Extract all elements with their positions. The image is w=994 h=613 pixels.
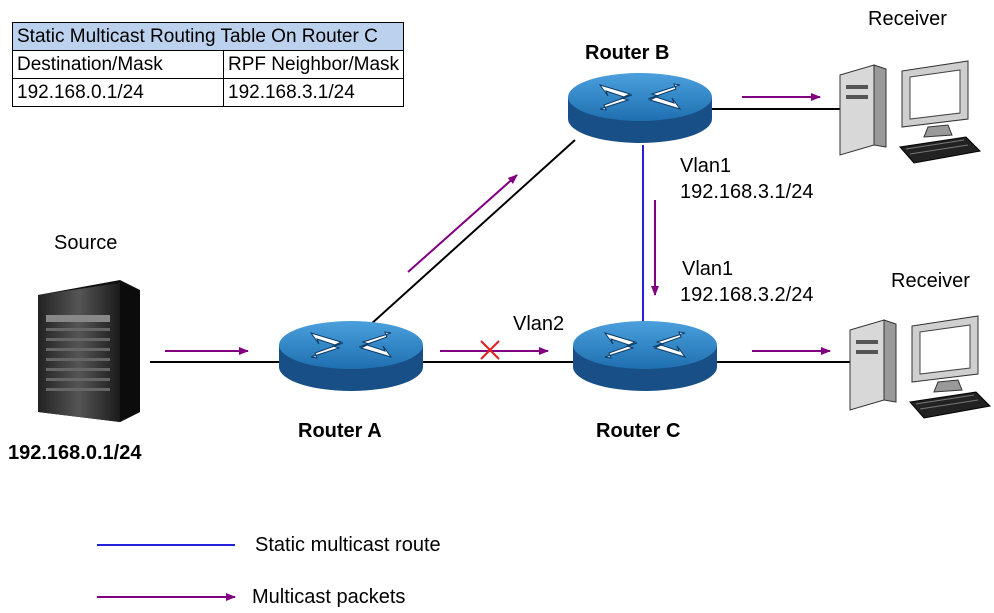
- multicast-arrow-a-b: [407, 174, 518, 273]
- table-title: Static Multicast Routing Table On Router…: [11, 22, 405, 51]
- table-header-rpf-neighbor: RPF Neighbor/Mask: [222, 50, 405, 79]
- table-header-destination: Destination/Mask: [12, 50, 224, 79]
- router-b-label: Router B: [585, 42, 670, 64]
- desktop-computer-icon: [839, 60, 981, 164]
- legend-multicast-label: Multicast packets: [252, 586, 406, 608]
- legend-static-route-label: Static multicast route: [255, 534, 441, 556]
- server-icon: [38, 280, 140, 422]
- receiver-bottom-label: Receiver: [891, 270, 970, 292]
- table-cell-destination: 192.168.0.1/24: [12, 78, 224, 107]
- router-b-vlan-label: Vlan1: [680, 155, 732, 177]
- static-multicast-routing-table: Static Multicast Routing Table On Router…: [11, 22, 405, 107]
- source-label: Source: [54, 232, 118, 254]
- router-b-ip-label: 192.168.3.1/24: [680, 181, 814, 203]
- router-b-icon: [567, 72, 713, 144]
- router-c-vlan-label: Vlan1: [682, 258, 734, 280]
- blocked-x-icon: [480, 340, 500, 360]
- desktop-computer-icon: [849, 315, 991, 419]
- receiver-top-label: Receiver: [868, 8, 947, 30]
- router-c-label: Router C: [596, 420, 681, 442]
- router-a-label: Router A: [298, 420, 382, 442]
- table-cell-rpf-neighbor: 192.168.3.1/24: [222, 78, 405, 107]
- link-a-b: [369, 139, 576, 326]
- router-a-icon: [278, 320, 424, 392]
- a-c-vlan-label: Vlan2: [513, 313, 565, 335]
- router-c-icon: [572, 320, 718, 392]
- router-c-ip-label: 192.168.3.2/24: [680, 284, 814, 306]
- source-ip-label: 192.168.0.1/24: [8, 442, 142, 464]
